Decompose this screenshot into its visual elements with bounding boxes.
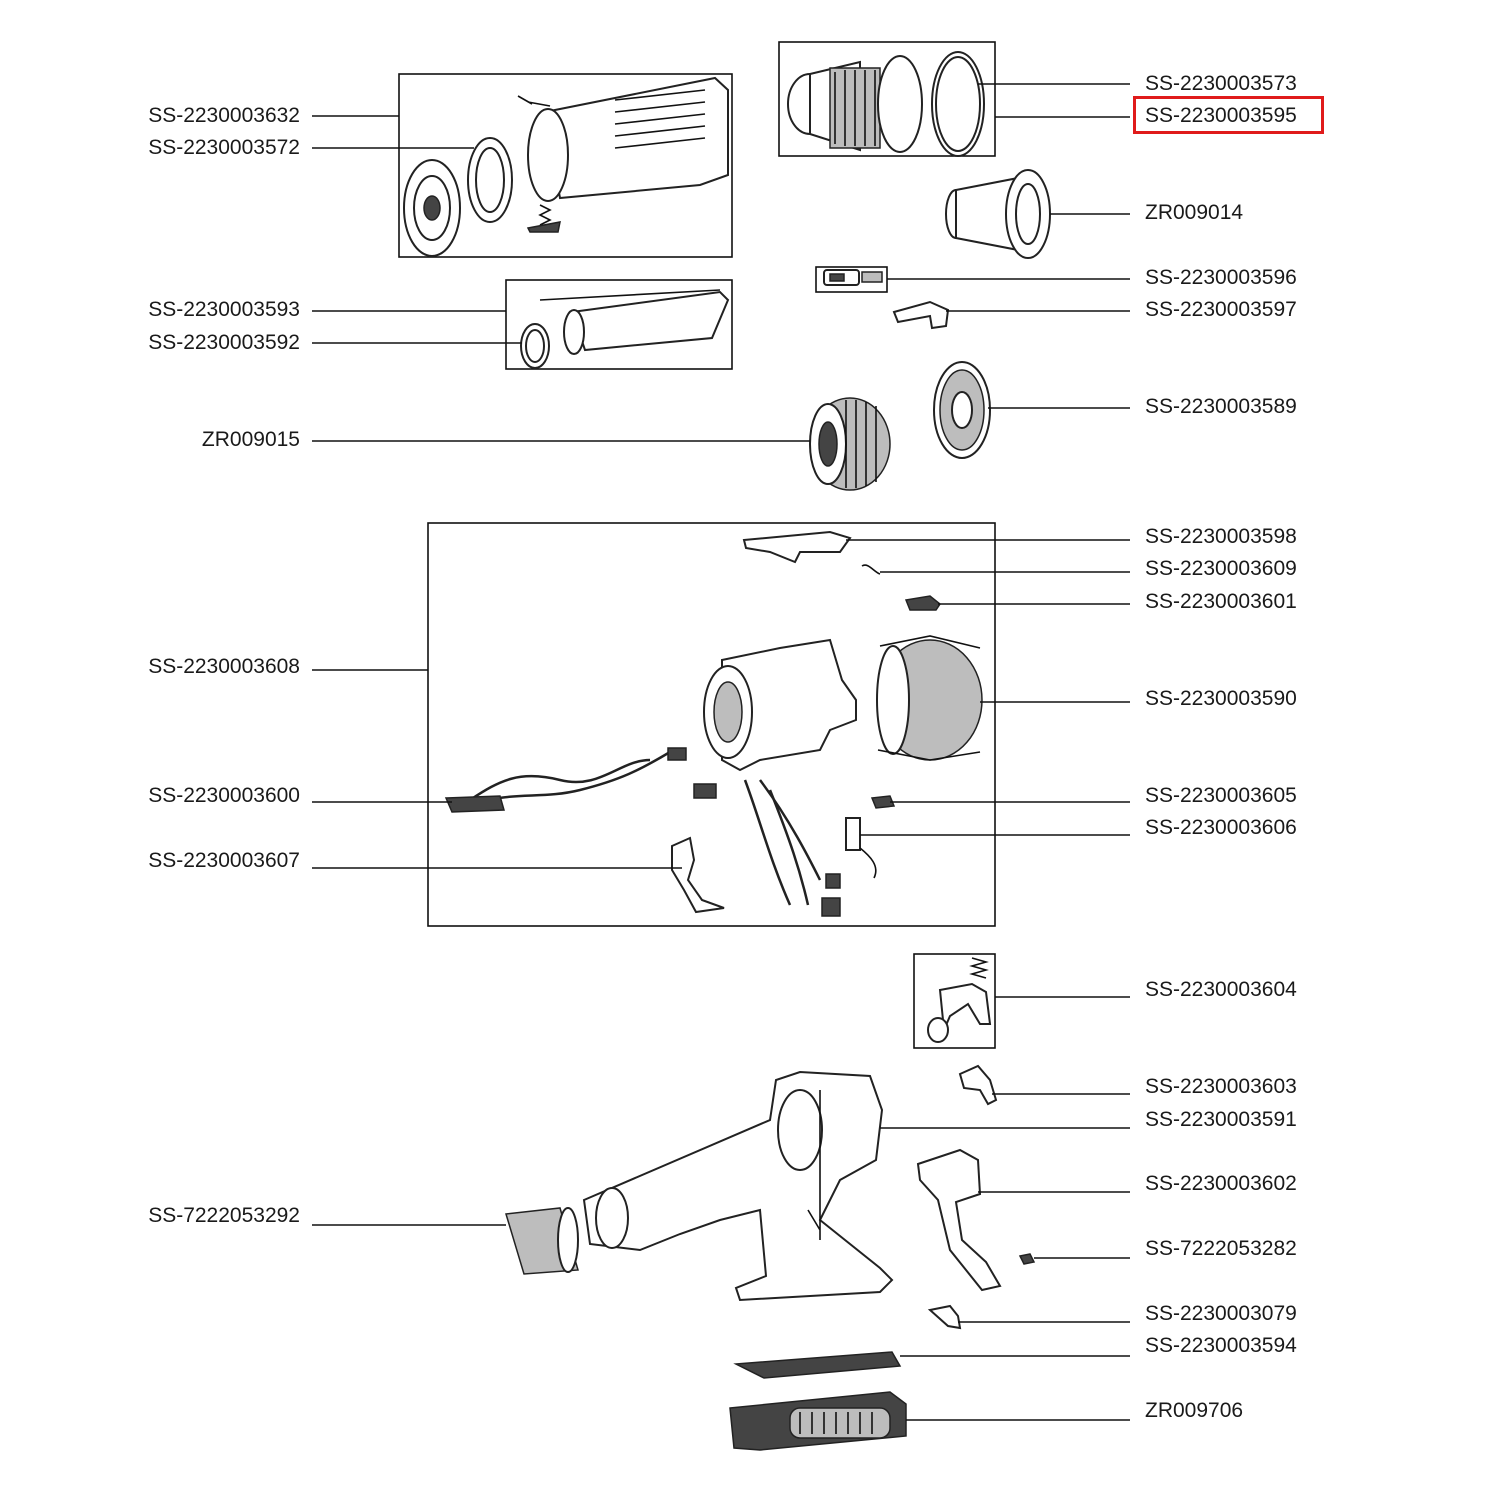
part-label: ZR009014 bbox=[1145, 201, 1244, 224]
handle-body-part bbox=[582, 1070, 894, 1302]
part-label: SS-2230003604 bbox=[1145, 978, 1297, 1001]
latch-part bbox=[823, 269, 883, 286]
frame-dust-container bbox=[398, 73, 733, 258]
frame-inlet-tube bbox=[505, 279, 733, 370]
dust-container-group bbox=[403, 76, 729, 257]
part-label: SS-2230003590 bbox=[1145, 687, 1297, 710]
part-label: ZR009015 bbox=[201, 428, 300, 451]
part-label: SS-2230003591 bbox=[1145, 1108, 1297, 1131]
part-label: SS-2230003605 bbox=[1145, 784, 1297, 807]
screw-part bbox=[1018, 1253, 1036, 1265]
pre-filter-part bbox=[945, 169, 1051, 259]
part-label: SS-2230003593 bbox=[148, 298, 300, 321]
filter-cover-part bbox=[933, 361, 991, 459]
highlight-box bbox=[1133, 96, 1324, 134]
part-label: SS-2230003603 bbox=[1145, 1075, 1297, 1098]
nozzle-part bbox=[505, 1207, 579, 1275]
part-label: SS-2230003079 bbox=[1145, 1302, 1297, 1325]
battery-cover-part bbox=[733, 1351, 902, 1379]
part-label: SS-2230003600 bbox=[148, 784, 300, 807]
part-label: SS-2230003607 bbox=[148, 849, 300, 872]
part-label: SS-2230003592 bbox=[148, 331, 300, 354]
hepa-filter-part bbox=[809, 397, 891, 491]
part-label: SS-2230003594 bbox=[1145, 1334, 1297, 1357]
battery-part bbox=[729, 1391, 907, 1451]
part-label: SS-2230003601 bbox=[1145, 590, 1297, 613]
part-label: SS-2230003602 bbox=[1145, 1172, 1297, 1195]
release-button-group bbox=[927, 957, 992, 1043]
part-label: SS-2230003572 bbox=[148, 136, 300, 159]
part-label-highlighted: SS-2230003595 bbox=[1145, 104, 1297, 127]
clip-part bbox=[892, 300, 950, 330]
frame-release-button bbox=[913, 953, 996, 1049]
part-label: ZR009706 bbox=[1145, 1399, 1244, 1422]
part-label: SS-2230003609 bbox=[1145, 557, 1297, 580]
part-label: SS-7222053292 bbox=[148, 1204, 300, 1227]
part-label: SS-2230003606 bbox=[1145, 816, 1297, 839]
part-label: SS-2230003573 bbox=[1145, 72, 1297, 95]
part-label: SS-2230003608 bbox=[148, 655, 300, 678]
trigger-spring-part bbox=[958, 1064, 998, 1106]
frame-cyclone-filter bbox=[778, 41, 996, 157]
inlet-tube-group bbox=[520, 289, 730, 369]
part-label: SS-2230003589 bbox=[1145, 395, 1297, 418]
cyclone-filter-group bbox=[787, 51, 985, 157]
frame-motor-assembly bbox=[427, 522, 996, 927]
led-part bbox=[927, 1304, 962, 1330]
part-label: SS-2230003596 bbox=[1145, 266, 1297, 289]
part-label: SS-2230003632 bbox=[148, 104, 300, 127]
part-label: SS-2230003597 bbox=[1145, 298, 1297, 321]
part-label: SS-2230003598 bbox=[1145, 525, 1297, 548]
motor-assembly-group bbox=[444, 530, 983, 917]
part-label: SS-7222053282 bbox=[1145, 1237, 1297, 1260]
switch-part bbox=[916, 1148, 1002, 1292]
